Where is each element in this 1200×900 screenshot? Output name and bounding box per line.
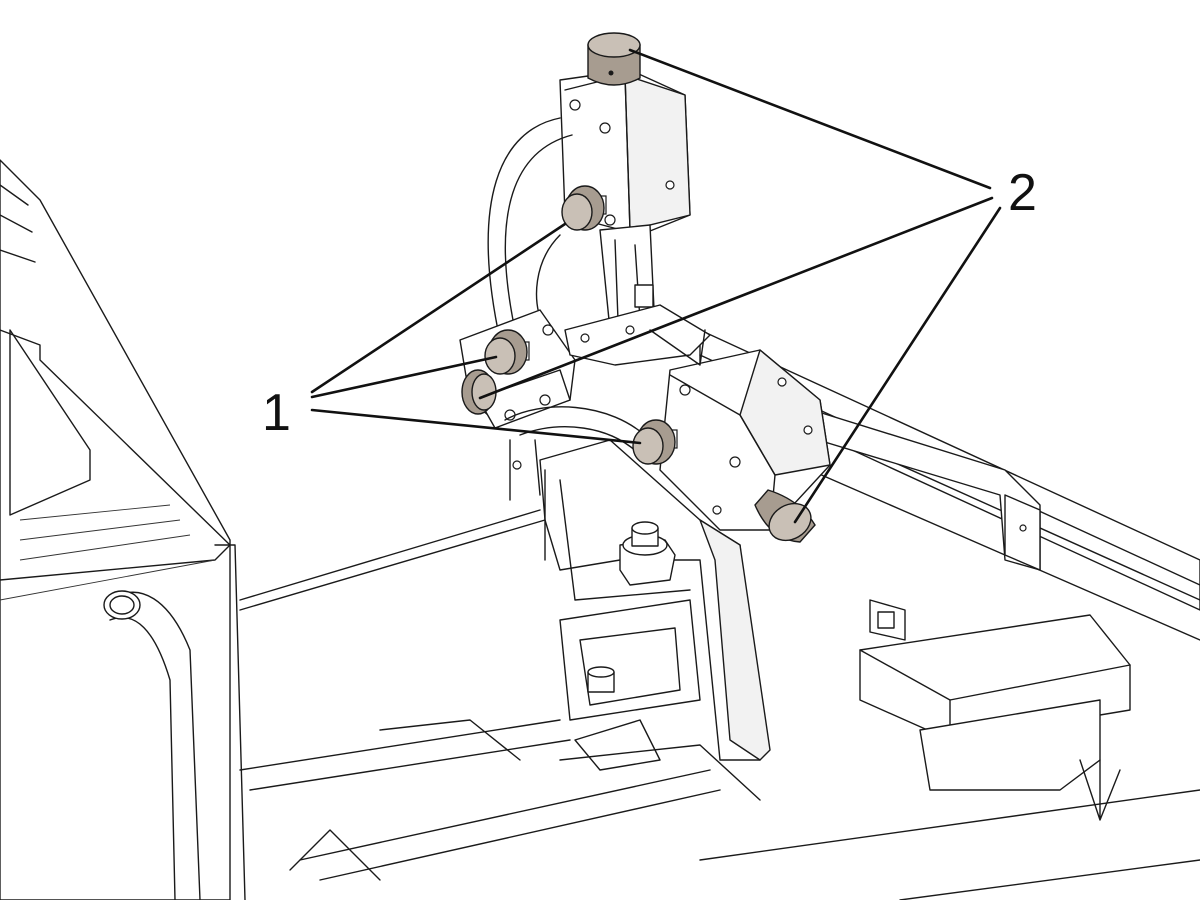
knob-top [587,32,641,86]
leader-lines-2 [478,48,1002,524]
callout-1-label: 1 [262,384,291,442]
knob-right [754,489,816,543]
machine-cabinet [0,159,246,900]
base-rails [239,329,1200,900]
leader-lines-1 [310,222,642,445]
callout-2-label: 2 [1008,164,1037,222]
knob-side-left [461,369,497,415]
thumbscrew-lower [632,419,678,465]
central-frame [539,439,771,771]
thumbscrew-upper [561,185,607,231]
thumbscrew-middle [484,329,530,375]
